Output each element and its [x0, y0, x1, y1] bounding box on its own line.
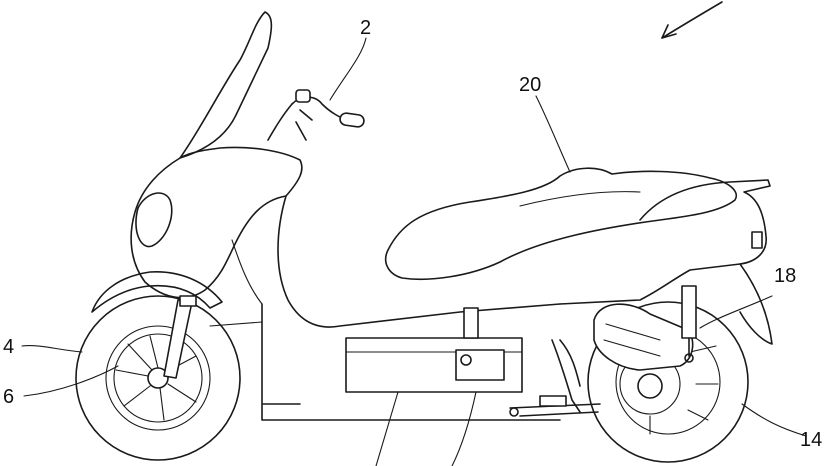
drive-unit: [593, 303, 694, 371]
ref-numeral-14: 14: [800, 429, 822, 451]
leader-lines: [21, 37, 807, 466]
headlight: [135, 192, 173, 248]
ref-numeral-20: 20: [519, 74, 541, 96]
taillight: [751, 231, 763, 249]
windshield: [179, 11, 273, 159]
rear-wheel: [587, 301, 749, 463]
center-stand: [509, 339, 601, 417]
ref-numeral-18: 18: [774, 265, 796, 287]
direction-arrow: [661, 1, 723, 39]
leg-shield: [277, 195, 561, 328]
frame: [261, 303, 561, 421]
rear-fender: [739, 263, 773, 345]
front-fender: [91, 271, 223, 313]
front-fairing: [130, 146, 303, 299]
battery-box: [345, 307, 523, 393]
ref-numeral-6: 6: [3, 386, 14, 408]
ref-numeral-4: 4: [3, 336, 14, 358]
ref-numeral-2: 2: [360, 17, 371, 39]
rear-shock: [681, 285, 697, 363]
seat: [384, 167, 737, 281]
front-fork: [163, 295, 197, 379]
front-wheel: [75, 295, 241, 461]
handlebar: [267, 89, 365, 141]
rear-body: [559, 179, 771, 305]
